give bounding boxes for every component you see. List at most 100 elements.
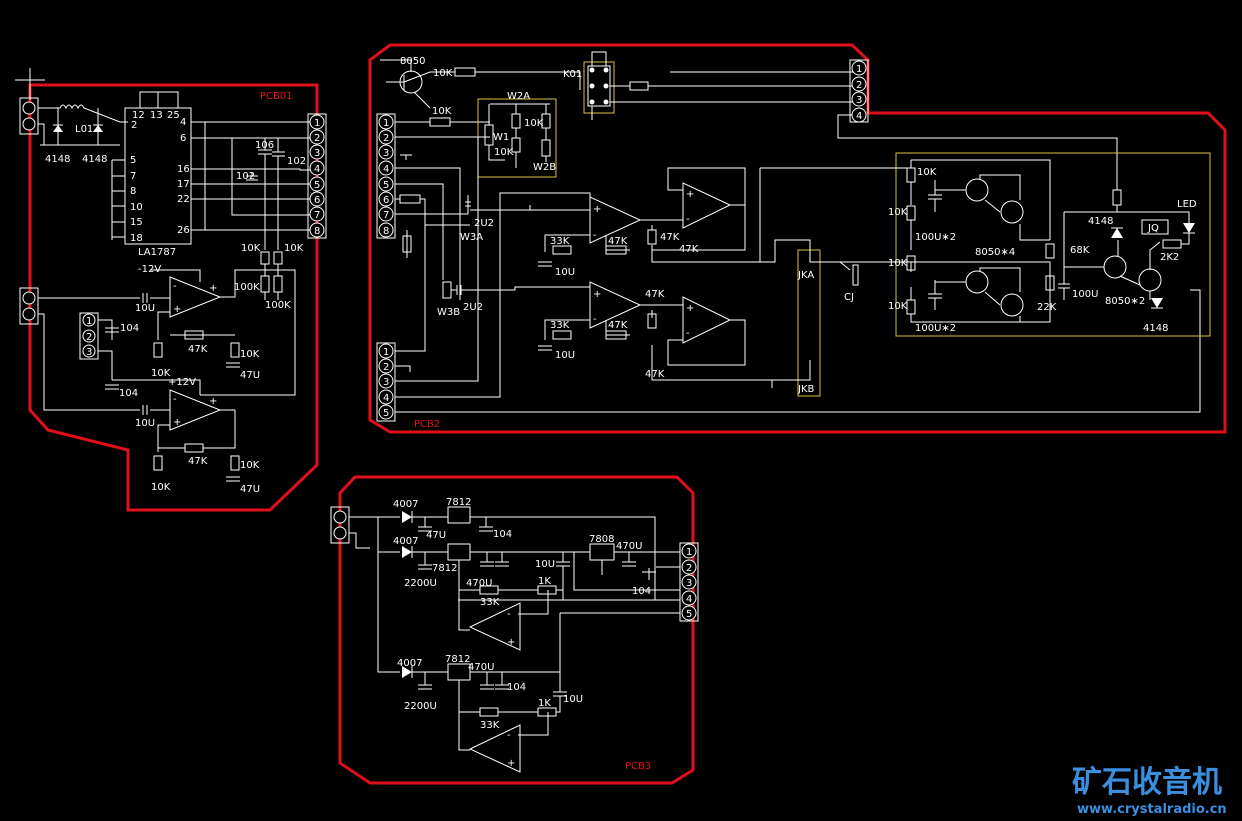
- svg-text:33K: 33K: [550, 320, 570, 331]
- svg-text:470U: 470U: [466, 578, 492, 589]
- svg-text:22K: 22K: [1037, 302, 1057, 313]
- svg-text:+: +: [507, 758, 515, 769]
- svg-text:+: +: [686, 189, 694, 200]
- svg-text:-: -: [173, 281, 177, 292]
- svg-text:+: +: [209, 283, 217, 294]
- svg-text:1: 1: [383, 347, 389, 358]
- svg-text:4: 4: [383, 393, 389, 404]
- svg-text:8: 8: [130, 186, 136, 197]
- pcb3-label: PCB3: [625, 761, 651, 772]
- svg-text:10K: 10K: [888, 207, 908, 218]
- svg-text:47K: 47K: [645, 289, 665, 300]
- svg-text:10K: 10K: [284, 243, 304, 254]
- svg-text:+: +: [173, 417, 181, 428]
- svg-text:47K: 47K: [608, 320, 628, 331]
- svg-text:47K: 47K: [645, 369, 665, 380]
- svg-text:17: 17: [177, 179, 190, 190]
- svg-text:7808: 7808: [589, 534, 614, 545]
- svg-text:10U: 10U: [135, 303, 155, 314]
- svg-text:6: 6: [383, 195, 389, 206]
- svg-text:1: 1: [686, 547, 692, 558]
- svg-text:102: 102: [236, 171, 255, 182]
- svg-text:4: 4: [686, 594, 692, 605]
- svg-text:7812: 7812: [446, 497, 471, 508]
- svg-text:470U: 470U: [468, 662, 494, 673]
- svg-text:104: 104: [120, 323, 139, 334]
- svg-text:26: 26: [177, 225, 190, 236]
- svg-text:25: 25: [167, 110, 180, 121]
- svg-text:2: 2: [314, 133, 320, 144]
- svg-text:W3B: W3B: [437, 307, 460, 318]
- svg-text:10K: 10K: [888, 258, 908, 269]
- svg-text:2: 2: [686, 563, 692, 574]
- svg-text:10K: 10K: [888, 301, 908, 312]
- svg-text:10K: 10K: [494, 147, 514, 158]
- svg-text:8050: 8050: [400, 56, 425, 67]
- svg-text:3: 3: [383, 377, 389, 388]
- diode-label-1: 4148: [45, 154, 70, 165]
- svg-text:1K: 1K: [538, 576, 551, 587]
- svg-text:JKA: JKA: [797, 270, 814, 281]
- svg-text:+: +: [593, 289, 601, 300]
- svg-text:4007: 4007: [397, 658, 422, 669]
- pcb1-label: PCB01: [260, 91, 293, 102]
- svg-text:W2B: W2B: [533, 162, 556, 173]
- svg-text:68K: 68K: [1070, 245, 1090, 256]
- svg-text:10K: 10K: [917, 167, 937, 178]
- pcb3-outline: [338, 475, 695, 785]
- svg-text:CJ: CJ: [844, 292, 854, 303]
- svg-text:JKB: JKB: [797, 384, 815, 395]
- svg-text:-: -: [507, 730, 511, 741]
- pcb2-label: PCB2: [414, 419, 440, 430]
- svg-text:10K: 10K: [151, 482, 171, 493]
- svg-text:6: 6: [314, 195, 320, 206]
- svg-text:8: 8: [314, 226, 320, 237]
- svg-text:47U: 47U: [426, 530, 446, 541]
- svg-text:33K: 33K: [550, 236, 570, 247]
- svg-text:2: 2: [86, 332, 92, 343]
- svg-text:5: 5: [314, 180, 320, 191]
- svg-text:5: 5: [686, 609, 692, 620]
- svg-text:4: 4: [180, 117, 186, 128]
- pcb1-circuit: L01 4148 4148 LA1787 12 13 25 2 5 7 8 10…: [15, 68, 327, 495]
- svg-text:47K: 47K: [679, 244, 699, 255]
- svg-text:10U: 10U: [555, 350, 575, 361]
- svg-text:47K: 47K: [660, 232, 680, 243]
- svg-text:+: +: [593, 204, 601, 215]
- svg-text:7: 7: [130, 171, 136, 182]
- svg-text:-: -: [173, 394, 177, 405]
- svg-text:4007: 4007: [393, 499, 418, 510]
- svg-text:12: 12: [132, 110, 145, 121]
- watermark: 矿石收音机 www.crystalradio.cn: [1072, 765, 1227, 817]
- svg-text:-: -: [593, 314, 597, 325]
- svg-text:106: 106: [255, 140, 274, 151]
- svg-text:47K: 47K: [608, 236, 628, 247]
- svg-text:2200U: 2200U: [404, 578, 437, 589]
- svg-text:100K: 100K: [234, 282, 260, 293]
- svg-text:-: -: [686, 214, 690, 225]
- svg-text:3: 3: [686, 578, 692, 589]
- svg-text:10U: 10U: [563, 694, 583, 705]
- svg-text:2200U: 2200U: [404, 701, 437, 712]
- pcb2-circuit: 8050 10K K01 1 2 3 4 1 2 3 4 5 6 7 8 10K…: [376, 51, 1211, 422]
- svg-text:8050∗2: 8050∗2: [1105, 296, 1145, 307]
- svg-text:47U: 47U: [240, 484, 260, 495]
- svg-text:10: 10: [130, 202, 143, 213]
- svg-text:4: 4: [314, 164, 320, 175]
- svg-text:4007: 4007: [393, 536, 418, 547]
- svg-text:10U: 10U: [135, 418, 155, 429]
- svg-text:1: 1: [856, 64, 862, 75]
- svg-text:7: 7: [314, 210, 320, 221]
- svg-text:470U: 470U: [616, 541, 642, 552]
- svg-text:JQ: JQ: [1147, 223, 1159, 234]
- svg-text:2: 2: [131, 120, 137, 131]
- svg-text:2: 2: [383, 362, 389, 373]
- svg-text:104: 104: [493, 529, 512, 540]
- svg-text:3: 3: [383, 148, 389, 159]
- svg-text:3: 3: [86, 347, 92, 358]
- svg-text:15: 15: [130, 217, 143, 228]
- svg-text:2U2: 2U2: [474, 218, 494, 229]
- svg-text:5: 5: [383, 180, 389, 191]
- svg-text:7812: 7812: [432, 563, 457, 574]
